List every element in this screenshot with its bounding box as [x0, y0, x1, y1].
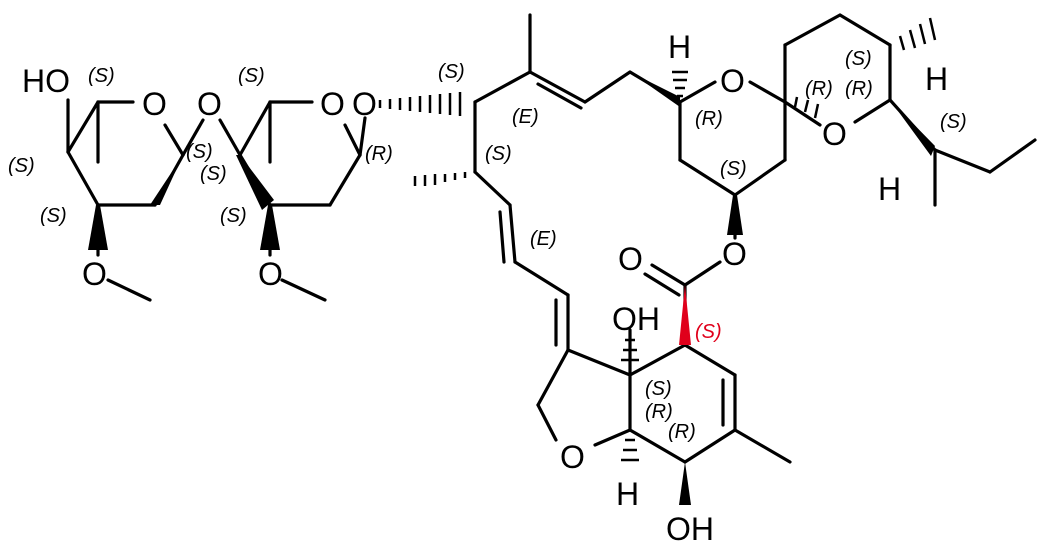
stereo-label-highlight: (S) [695, 321, 722, 343]
stereo-label: (E) [530, 228, 557, 250]
atom-o-ester-carbonyl: O [618, 241, 643, 277]
atom-oh-bridge: OH [612, 301, 660, 337]
stereo-label: (R) [668, 421, 696, 443]
wedge-bond [630, 72, 680, 107]
atom-h-furan: H [616, 476, 639, 512]
atom-ho: HO [22, 63, 70, 99]
stereo-labels: (S) (S) (S) (S) (S) (S) (S) (S) (R) (S) … [8, 48, 967, 443]
stereo-label: (S) [40, 205, 67, 227]
wedge-bond [260, 205, 280, 250]
wedge-bond [150, 155, 183, 205]
stereo-label: (S) [720, 158, 747, 180]
atom-o-methoxy1: O [82, 256, 107, 292]
stereo-label: (S) [845, 48, 872, 70]
stereo-label: (S) [438, 61, 465, 83]
atom-o-furan: O [560, 439, 585, 475]
stereo-label: (S) [485, 143, 512, 165]
wedge-bond [890, 100, 935, 156]
atom-labels: HO O O O O O O H O O H H O O OH O H OH [22, 29, 948, 547]
atom-h-sbutyl: H [878, 171, 901, 207]
stereo-label: (S) [88, 65, 115, 87]
atom-o-spiro-bottom: O [822, 116, 847, 152]
wedge-bonds [88, 72, 935, 505]
atom-o-methoxy2: O [258, 256, 283, 292]
stereo-label: (S) [940, 111, 967, 133]
atom-o-glyco2: O [352, 86, 377, 122]
stereo-label: (S) [645, 378, 672, 400]
wedge-bond [727, 195, 743, 235]
stereo-label: (S) [8, 155, 35, 177]
atom-oh-bottom: OH [666, 511, 714, 547]
wedge-bond-highlight [679, 285, 691, 345]
atom-o-glyco1: O [197, 86, 222, 122]
atom-o-spiro-top: O [720, 63, 745, 99]
stereo-label: (S) [220, 205, 247, 227]
stereo-label: (R) [695, 108, 723, 130]
atom-h-spiro-right: H [925, 61, 948, 97]
atom-o-ring2: O [320, 86, 345, 122]
stereo-label: (R) [845, 78, 873, 100]
stereo-label: (S) [238, 65, 265, 87]
stereo-label: (S) [186, 141, 213, 163]
stereo-label: (R) [645, 401, 673, 423]
hash-bonds [378, 17, 937, 462]
stereo-label: (R) [805, 78, 833, 100]
wedge-bond [88, 205, 108, 250]
atom-o-ester: O [722, 236, 747, 272]
wedge-bond [679, 462, 691, 505]
stereo-label: (R) [365, 143, 393, 165]
wedge-bond [236, 155, 274, 210]
stereo-label: (S) [200, 163, 227, 185]
atom-h-top: H [668, 29, 691, 65]
stereo-label: (E) [512, 106, 539, 128]
atom-o-ring1: O [142, 86, 167, 122]
